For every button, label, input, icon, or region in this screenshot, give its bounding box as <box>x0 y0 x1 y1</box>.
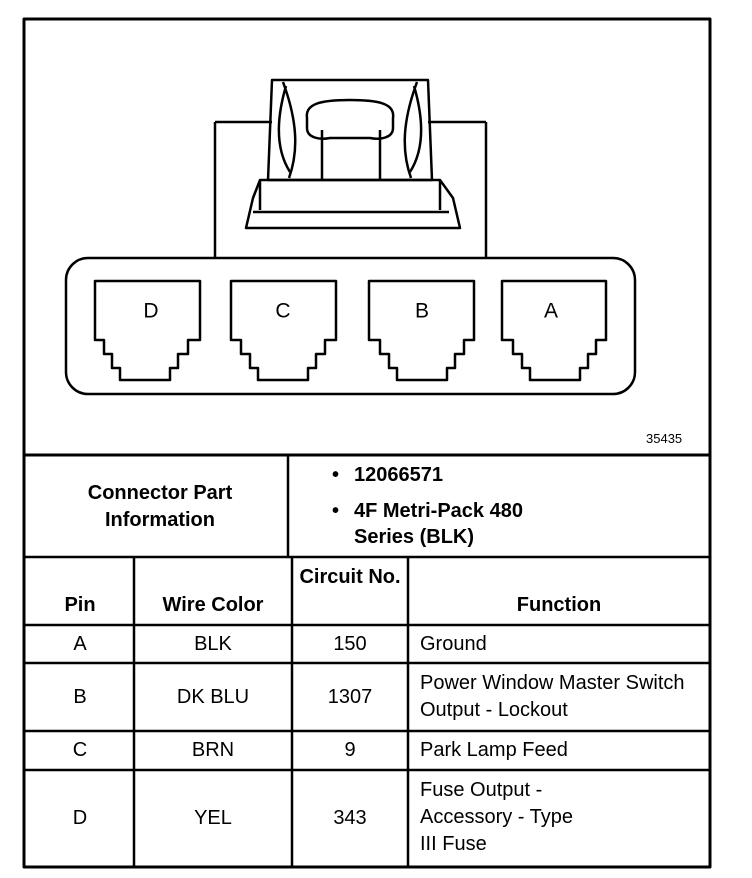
row-d-circuit: 343 <box>333 807 367 829</box>
table-grid <box>24 453 710 867</box>
row-d-pin: D <box>72 807 88 829</box>
tab-slot <box>305 98 395 140</box>
part-number: 12066571 <box>354 464 443 486</box>
connector-drawing <box>64 78 637 396</box>
connector-info-heading: Connector Part Information <box>87 482 233 531</box>
row-b-wire-color: DK BLU <box>176 686 250 708</box>
row-a-function: Ground <box>420 633 487 655</box>
row-a-circuit: 150 <box>333 633 367 655</box>
cavity-d <box>93 279 202 382</box>
header-function: Function <box>516 594 602 616</box>
cavity-label-c: C <box>275 299 291 323</box>
cavity-a <box>500 279 608 382</box>
row-a-pin: A <box>73 633 87 655</box>
row-c-wire-color: BRN <box>191 739 235 761</box>
row-c-pin: C <box>72 739 88 761</box>
bullet-marker-2: • <box>332 500 340 522</box>
cavity-label-d: D <box>143 299 159 323</box>
connector-body <box>64 256 637 396</box>
cavity-label-b: B <box>414 299 430 323</box>
row-c-circuit: 9 <box>344 739 356 761</box>
figure-number: 35435 <box>646 431 683 446</box>
cavity-label-a: A <box>543 299 559 323</box>
row-a-wire-color: BLK <box>194 633 232 655</box>
part-series: 4F Metri-Pack 480 Series (BLK) <box>354 500 523 548</box>
connector-collar <box>213 120 488 258</box>
sheet-border <box>22 17 712 869</box>
row-d-function: Fuse Output - Accessory - Type III Fuse <box>420 779 574 855</box>
row-c-function: Park Lamp Feed <box>420 739 568 761</box>
bullet-marker-1: • <box>332 464 340 486</box>
row-d-wire-color: YEL <box>194 807 232 829</box>
row-b-function: Power Window Master Switch Output - Lock… <box>420 672 685 721</box>
header-circuit-no: Circuit No. <box>299 566 401 588</box>
row-b-circuit: 1307 <box>327 686 373 708</box>
cavity-c <box>229 279 338 382</box>
header-wire-color: Wire Color <box>162 594 264 616</box>
cavity-b <box>367 279 476 382</box>
header-pin: Pin <box>64 594 96 616</box>
row-b-pin: B <box>73 686 87 708</box>
